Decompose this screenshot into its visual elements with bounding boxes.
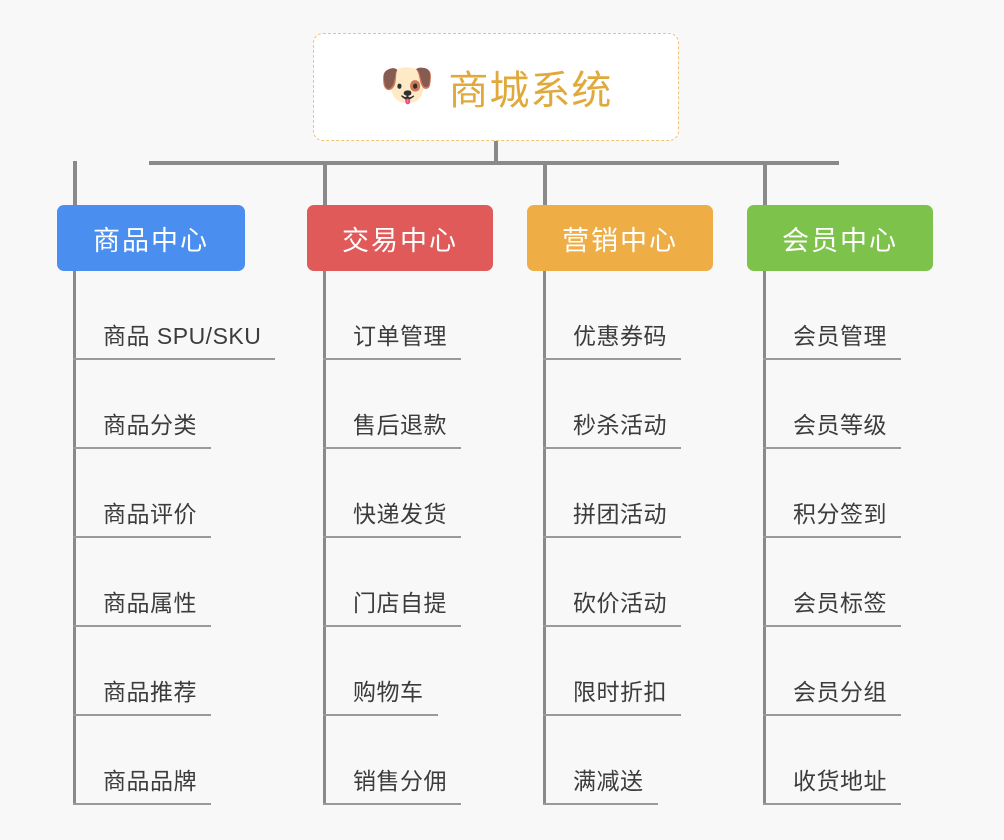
leaf-item[interactable]: 砍价活动 [543,538,713,627]
leaf-item[interactable]: 商品分类 [73,360,245,449]
branch-trade-center: 订单管理售后退款快递发货门店自提购物车销售分佣 [307,271,493,805]
leaf-item-label: 商品推荐 [73,673,211,716]
category-label: 营销中心 [562,225,678,256]
leaf-item[interactable]: 收货地址 [763,716,933,805]
connector-drop-trade-center [323,161,327,205]
leaf-item-label: 商品品牌 [73,762,211,805]
leaf-item-label: 限时折扣 [543,673,681,716]
leaf-item-label: 快递发货 [323,495,461,538]
leaf-item[interactable]: 门店自提 [323,538,493,627]
column-product-center: 商品中心商品 SPU/SKU 商品分类商品评价商品属性商品推荐商品品牌 [57,205,276,805]
leaf-item-label: 商品评价 [73,495,211,538]
leaf-item[interactable]: 会员等级 [763,360,933,449]
leaf-item[interactable]: 售后退款 [323,360,493,449]
category-box-trade-center[interactable]: 交易中心 [307,205,493,271]
connector-root-stem [494,141,498,165]
leaf-item[interactable]: 销售分佣 [323,716,493,805]
leaf-item-label: 订单管理 [323,317,461,360]
leaf-item[interactable]: 积分签到 [763,449,933,538]
leaf-item[interactable]: 限时折扣 [543,627,713,716]
column-member-center: 会员中心会员管理会员等级积分签到会员标签会员分组收货地址 [747,205,933,805]
leaf-item[interactable]: 秒杀活动 [543,360,713,449]
leaf-item-label: 商品属性 [73,584,211,627]
root-node-shop-system[interactable]: 🐶 商城系统 [313,33,679,141]
branch-trunk-line [543,271,546,805]
branch-trunk-line [763,271,766,805]
category-label: 交易中心 [342,225,458,256]
leaf-item-label: 积分签到 [763,495,901,538]
branch-trunk-line [73,271,76,805]
column-marketing-center: 营销中心优惠券码秒杀活动拼团活动砍价活动限时折扣满减送 [527,205,713,805]
leaf-item[interactable]: 商品属性 [73,538,245,627]
category-box-member-center[interactable]: 会员中心 [747,205,933,271]
branch-trunk-line [323,271,326,805]
leaf-item-label: 商品 SPU/SKU [73,317,276,360]
leaf-item-label: 拼团活动 [543,495,681,538]
connector-drop-marketing-center [543,161,547,205]
leaf-item-label: 会员标签 [763,584,901,627]
branch-member-center: 会员管理会员等级积分签到会员标签会员分组收货地址 [747,271,933,805]
leaf-item-label: 会员等级 [763,406,901,449]
leaf-item[interactable]: 商品品牌 [73,716,245,805]
leaf-item-label: 砍价活动 [543,584,681,627]
leaf-item[interactable]: 会员标签 [763,538,933,627]
category-label: 商品中心 [93,225,209,256]
leaf-item-label: 优惠券码 [543,317,681,360]
connector-horizontal-bus [149,161,839,165]
column-trade-center: 交易中心订单管理售后退款快递发货门店自提购物车销售分佣 [307,205,493,805]
leaf-item-label: 会员管理 [763,317,901,360]
leaf-item-label: 门店自提 [323,584,461,627]
leaf-item-label: 销售分佣 [323,762,461,805]
branch-product-center: 商品 SPU/SKU 商品分类商品评价商品属性商品推荐商品品牌 [57,271,276,805]
connector-drop-product-center [73,161,77,205]
connector-drop-member-center [763,161,767,205]
branch-marketing-center: 优惠券码秒杀活动拼团活动砍价活动限时折扣满减送 [527,271,713,805]
leaf-item-label: 会员分组 [763,673,901,716]
shiba-dog-icon: 🐶 [379,61,435,110]
leaf-item[interactable]: 商品 SPU/SKU [73,271,276,360]
leaf-item[interactable]: 购物车 [323,627,493,716]
leaf-item[interactable]: 商品评价 [73,449,245,538]
leaf-item-label: 收货地址 [763,762,901,805]
category-box-marketing-center[interactable]: 营销中心 [527,205,713,271]
root-title: 商城系统 [448,69,613,113]
category-box-product-center[interactable]: 商品中心 [57,205,245,271]
leaf-item[interactable]: 订单管理 [323,271,493,360]
leaf-item-label: 满减送 [543,762,658,805]
leaf-item-label: 商品分类 [73,406,211,449]
leaf-item[interactable]: 优惠券码 [543,271,713,360]
leaf-item[interactable]: 会员分组 [763,627,933,716]
leaf-item[interactable]: 会员管理 [763,271,933,360]
leaf-item-label: 售后退款 [323,406,461,449]
leaf-item[interactable]: 满减送 [543,716,713,805]
leaf-item[interactable]: 快递发货 [323,449,493,538]
leaf-item-label: 购物车 [323,673,438,716]
leaf-item[interactable]: 商品推荐 [73,627,245,716]
leaf-item[interactable]: 拼团活动 [543,449,713,538]
leaf-item-label: 秒杀活动 [543,406,681,449]
category-label: 会员中心 [782,225,898,256]
